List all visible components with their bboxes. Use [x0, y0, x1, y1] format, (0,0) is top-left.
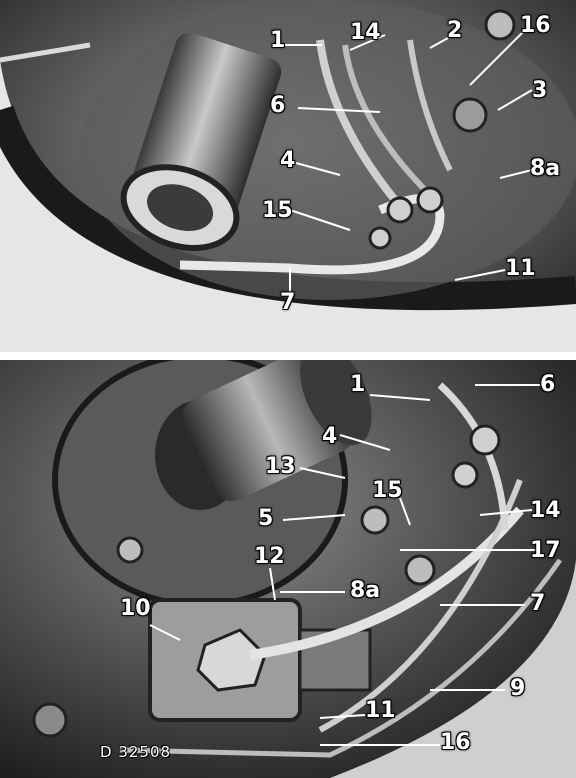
top-callout-14: 14 [350, 20, 381, 45]
bottom-drum-rim [330, 560, 576, 778]
top-brake-pipe-14 [342, 44, 433, 198]
bottom-callout-6: 6 [540, 372, 556, 397]
bottom-leader-lines [149, 384, 540, 746]
bottom-callout-10: 10 [120, 596, 151, 621]
top-callout-7: 7 [280, 290, 296, 315]
top-callout-16: 16 [520, 13, 551, 38]
bottom-callout-9: 9 [510, 676, 526, 701]
bottom-fitting-nut [469, 424, 501, 456]
bottom-photo-illustration [0, 360, 576, 778]
top-callout-4: 4 [280, 148, 296, 173]
bottom-callout-12: 12 [254, 544, 285, 569]
bottom-fitting-nut [451, 461, 479, 489]
top-bolt-head [484, 9, 516, 41]
top-callout-8a: 8a [530, 156, 561, 181]
bottom-fitting-nut [360, 505, 390, 535]
top-callout-11: 11 [505, 256, 536, 281]
top-leader-lines [285, 29, 533, 295]
bottom-brake-pipe-11 [318, 478, 523, 733]
panel-divider [0, 352, 576, 360]
top-callout-6: 6 [270, 93, 286, 118]
bottom-fitting-nut [404, 554, 436, 586]
top-fitting-nut [416, 186, 444, 214]
top-photo-panel: 1 14 2 16 3 6 4 8a 15 11 7 [0, 0, 576, 352]
top-callout-3: 3 [532, 78, 548, 103]
top-fitting-nut [368, 226, 392, 250]
top-photo-illustration [0, 0, 576, 352]
bottom-callout-17: 17 [530, 538, 561, 563]
bottom-callout-1: 1 [350, 372, 366, 397]
bottom-callout-11: 11 [365, 698, 396, 723]
bottom-wheel-cylinder [182, 360, 372, 502]
bottom-bolt-head [116, 536, 144, 564]
bottom-callout-8a: 8a [350, 578, 381, 603]
bottom-callout-7: 7 [530, 591, 546, 616]
bottom-callout-4: 4 [322, 424, 338, 449]
top-fitting-nut [386, 196, 414, 224]
bottom-hex-union [196, 628, 267, 692]
bottom-callout-13: 13 [265, 454, 296, 479]
top-brake-pipe-2 [407, 39, 453, 172]
top-brake-pipe-1 [316, 39, 399, 203]
top-rod [0, 42, 91, 63]
bottom-callout-5: 5 [258, 506, 274, 531]
bottom-photo-panel: 1 6 4 13 15 14 5 17 12 8a 7 10 9 11 16 [0, 360, 576, 778]
bottom-mount-bolt [32, 702, 68, 738]
bottom-brake-pipe-16 [119, 558, 563, 758]
bottom-callout-14: 14 [530, 498, 561, 523]
bottom-callout-15: 15 [372, 478, 403, 503]
top-callout-2: 2 [447, 18, 463, 43]
reference-code: D 32508 [100, 743, 172, 761]
top-wheel-cylinder [120, 32, 282, 251]
top-drum-rim [0, 60, 576, 352]
top-callout-1: 1 [270, 28, 286, 53]
top-callout-15: 15 [262, 198, 293, 223]
top-bleed-screw [452, 97, 488, 133]
bottom-callout-16: 16 [440, 730, 471, 755]
